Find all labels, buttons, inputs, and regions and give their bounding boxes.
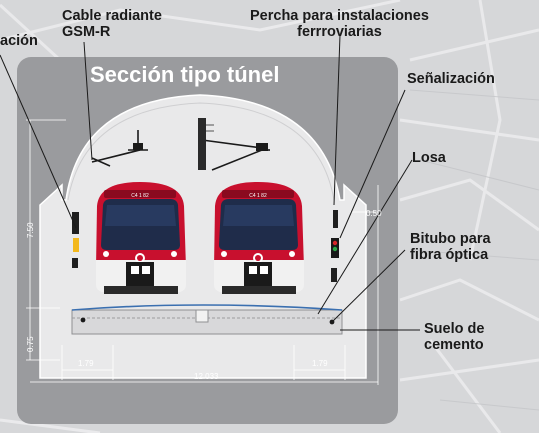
label-illumination: ación — [0, 33, 38, 49]
lamp-left — [73, 238, 79, 252]
label-percha: Percha para instalaciones ferrroviarias — [250, 8, 429, 40]
label-losa: Losa — [412, 150, 446, 166]
train-right: C4 1 82 — [214, 182, 304, 294]
label-bitubo-line1: Bitubo para — [410, 231, 491, 247]
train-right-display: C4 1 82 — [249, 193, 267, 199]
label-suelo-line1: Suelo de — [424, 321, 485, 337]
label-percha-line2: ferrroviarias — [297, 24, 382, 40]
dim-height-main: 7.50 — [26, 222, 35, 238]
label-suelo: Suelo de cemento — [424, 321, 484, 353]
label-cable-line2: GSM-R — [62, 24, 111, 40]
dim-left-walk: 1.79 — [78, 359, 94, 368]
train-left: C4 1 82 — [96, 182, 186, 294]
train-left-display: C4 1 82 — [131, 193, 149, 199]
dim-height-base: 0.75 — [26, 336, 35, 352]
dim-total-width: 12.033 — [194, 372, 219, 381]
panel-title: Sección tipo túnel — [90, 62, 280, 87]
dim-right-offset: 0.50 — [366, 209, 382, 218]
label-cable-line1: Cable radiante — [62, 8, 162, 24]
label-cable: Cable radiante GSM-R — [62, 8, 162, 40]
label-percha-line1: Percha para instalaciones — [250, 8, 429, 24]
label-bitubo: Bitubo para fibra óptica — [410, 231, 491, 263]
label-senalizacion: Señalización — [407, 71, 495, 87]
label-bitubo-line2: fibra óptica — [410, 247, 489, 263]
dim-right-walk: 1.79 — [312, 359, 328, 368]
label-suelo-line2: cemento — [424, 337, 484, 353]
